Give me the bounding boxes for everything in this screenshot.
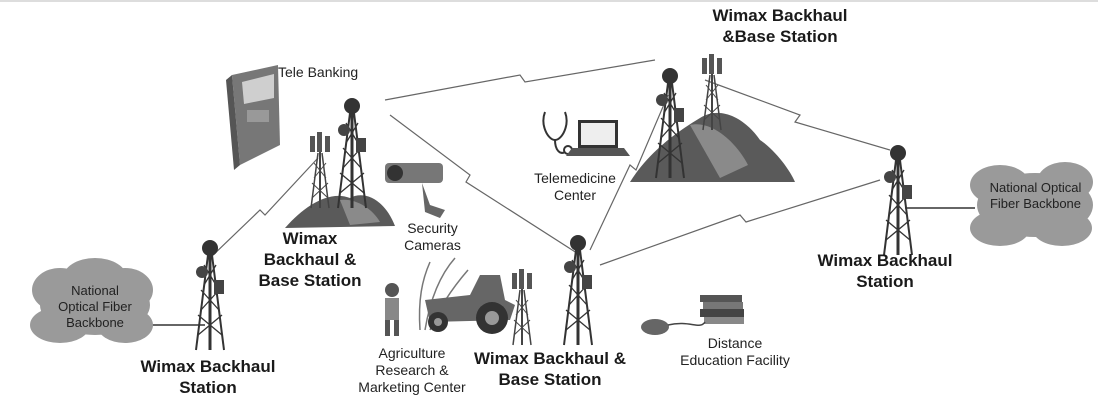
camera-icon [385,163,445,218]
cloud-left-label: National Optical Fiber Backbone [58,283,132,330]
telemedicine-label: Telemedicine Center [534,170,616,203]
agriculture-label: Agriculture Research & Marketing Center [358,345,466,395]
stethoscope-icon [542,111,573,155]
tower-icon [511,268,533,346]
hub-top-label: Wimax Backhaul &Base Station [712,6,848,46]
tower-icon [701,53,723,131]
laptop-icon [566,120,630,156]
cloud-right-label: National Optical Fiber Backbone [989,180,1082,211]
hub-left-label: Wimax Backhaul & Base Station [258,229,362,290]
tower-icon [654,66,686,180]
cloud-icon [970,162,1093,246]
station-left-label: Wimax Backhaul Station [140,357,276,397]
hub-center-label: Wimax Backhaul & Base Station [474,349,626,389]
tower-icon [336,96,368,210]
farmer-icon [385,283,399,336]
mouse-icon [641,319,706,335]
books-icon [700,295,744,324]
tower-icon [194,238,226,352]
atm-icon [226,65,280,170]
security-label: Security Cameras [404,220,461,253]
tractor-icon [425,275,515,334]
hill-icon [285,195,395,228]
wireless-links [209,59,891,266]
cloud-icon [30,258,153,343]
distance-label: Distance Education Facility [680,335,790,368]
tower-icon [562,233,594,347]
station-right-label: Wimax Backhaul Station [817,251,953,291]
tower-icon [309,131,331,209]
tower-icon [882,143,914,257]
tele-banking-label: Tele Banking [278,64,359,80]
